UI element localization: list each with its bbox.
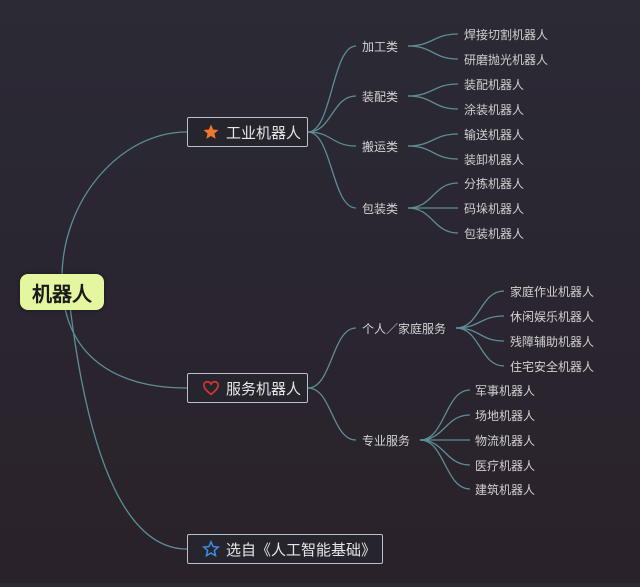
leaf-label: 输送机器人 — [464, 128, 525, 142]
leaf-node[interactable]: 输送机器人 — [464, 126, 524, 143]
leaf-label: 建筑机器人 — [475, 483, 536, 497]
group-label: 个人／家庭服务 — [362, 322, 447, 336]
leaf-label: 码垛机器人 — [464, 202, 525, 216]
leaf-node[interactable]: 医疗机器人 — [475, 457, 535, 474]
branch-connector — [307, 45, 357, 133]
leaf-node[interactable]: 场地机器人 — [475, 407, 535, 424]
leaf-node[interactable]: 涂装机器人 — [464, 101, 524, 118]
leaf-connector — [407, 83, 459, 97]
leaf-label: 包装机器人 — [464, 227, 525, 241]
group-node[interactable]: 搬运类 — [362, 138, 398, 155]
leaf-connector — [407, 145, 459, 160]
leaf-connector — [407, 207, 459, 234]
leaf-node[interactable]: 军事机器人 — [475, 382, 535, 399]
root-connector — [69, 305, 188, 550]
root-node[interactable]: 机器人 — [20, 274, 104, 310]
leaf-node[interactable]: 建筑机器人 — [475, 481, 535, 498]
leaf-node[interactable]: 包装机器人 — [464, 225, 524, 242]
leaf-node[interactable]: 码垛机器人 — [464, 200, 524, 217]
leaf-connector — [407, 45, 459, 60]
group-label: 专业服务 — [362, 434, 411, 448]
branch-industrial-robot[interactable]: 工业机器人 — [187, 117, 308, 147]
leaf-node[interactable]: 休闲娱乐机器人 — [510, 308, 594, 325]
leaf-label: 装卸机器人 — [464, 153, 525, 167]
branch-label: 选自《人工智能基础》 — [226, 540, 377, 559]
leaf-connector — [419, 439, 471, 466]
leaf-node[interactable]: 家庭作业机器人 — [510, 283, 594, 300]
group-node[interactable]: 个人／家庭服务 — [362, 320, 446, 337]
branch-connector — [307, 131, 357, 209]
group-node[interactable]: 包装类 — [362, 200, 398, 217]
leaf-node[interactable]: 装卸机器人 — [464, 151, 524, 168]
leaf-label: 分拣机器人 — [464, 177, 525, 191]
branch-source-note[interactable]: 选自《人工智能基础》 — [187, 534, 383, 564]
branch-connector — [307, 327, 357, 389]
leaf-label: 焊接切割机器人 — [464, 28, 549, 42]
group-node[interactable]: 加工类 — [362, 38, 398, 55]
leaf-connector — [407, 33, 459, 47]
leaf-label: 医疗机器人 — [475, 459, 536, 473]
leaf-label: 装配机器人 — [464, 78, 525, 92]
root-label: 机器人 — [32, 281, 92, 306]
leaf-label: 家庭作业机器人 — [510, 285, 595, 299]
group-label: 装配类 — [362, 90, 399, 104]
leaf-connector — [419, 439, 471, 490]
leaf-label: 休闲娱乐机器人 — [510, 310, 595, 324]
leaf-connector — [407, 182, 459, 209]
group-label: 搬运类 — [362, 140, 399, 154]
group-label: 包装类 — [362, 202, 399, 216]
leaf-connector — [407, 133, 459, 147]
root-connector — [61, 131, 188, 279]
leaf-label: 场地机器人 — [475, 409, 536, 423]
branch-connector — [307, 387, 357, 441]
branch-label: 工业机器人 — [226, 123, 302, 142]
leaf-label: 住宅安全机器人 — [510, 360, 595, 374]
leaf-connector — [419, 389, 471, 441]
leaf-connector — [455, 327, 505, 367]
leaf-connector — [407, 95, 459, 110]
leaf-label: 军事机器人 — [475, 384, 536, 398]
leaf-node[interactable]: 研磨抛光机器人 — [464, 51, 548, 68]
leaf-node[interactable]: 住宅安全机器人 — [510, 358, 594, 375]
star-icon — [202, 123, 220, 141]
leaf-label: 残障辅助机器人 — [510, 335, 595, 349]
leaf-node[interactable]: 分拣机器人 — [464, 175, 524, 192]
star-outline-icon — [202, 540, 220, 558]
leaf-connector — [455, 290, 505, 329]
leaf-node[interactable]: 焊接切割机器人 — [464, 26, 548, 43]
leaf-node[interactable]: 装配机器人 — [464, 76, 524, 93]
group-label: 加工类 — [362, 40, 399, 54]
branch-service-robot[interactable]: 服务机器人 — [187, 373, 308, 403]
leaf-node[interactable]: 残障辅助机器人 — [510, 333, 594, 350]
branch-connector — [307, 95, 357, 133]
heart-icon — [202, 379, 220, 397]
group-node[interactable]: 专业服务 — [362, 432, 410, 449]
leaf-node[interactable]: 物流机器人 — [475, 432, 535, 449]
leaf-label: 涂装机器人 — [464, 103, 525, 117]
leaf-label: 物流机器人 — [475, 434, 536, 448]
branch-connector — [307, 131, 357, 147]
leaf-label: 研磨抛光机器人 — [464, 53, 549, 67]
leaf-connector — [419, 414, 471, 441]
group-node[interactable]: 装配类 — [362, 88, 398, 105]
branch-label: 服务机器人 — [226, 379, 302, 398]
